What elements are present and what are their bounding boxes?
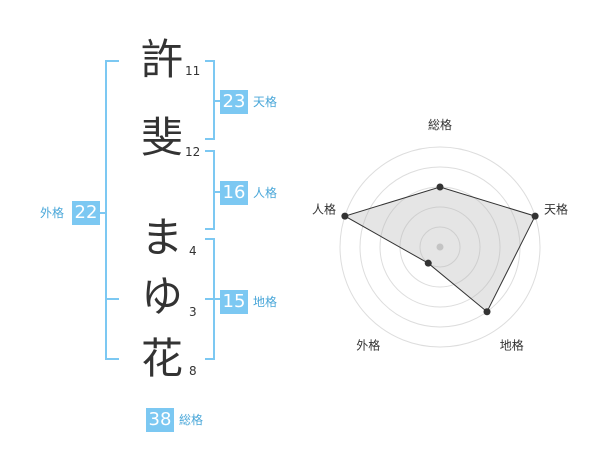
radar-ring-5 bbox=[339, 146, 541, 348]
char-4: ゆ bbox=[140, 272, 183, 321]
radar-point-地格 bbox=[483, 308, 491, 316]
radar-center bbox=[436, 243, 444, 251]
char-2: 斐 bbox=[140, 113, 183, 162]
gaikaku-value-badge: 22 bbox=[72, 201, 100, 225]
radar-point-天格 bbox=[531, 212, 539, 220]
soukaku-value-badge: 38 bbox=[146, 408, 174, 432]
soukaku-label: 総格 bbox=[179, 413, 204, 427]
radar-point-外格 bbox=[424, 259, 432, 267]
radar-axis-label-0: 総格 bbox=[428, 117, 452, 132]
radar-axis-label-3: 外格 bbox=[356, 338, 380, 353]
jinkaku-label: 人格 bbox=[253, 186, 278, 200]
chikaku-value-badge: 15 bbox=[220, 290, 248, 314]
radar-axis-label-4: 人格 bbox=[312, 201, 336, 216]
tenkaku-value-badge: 23 bbox=[220, 90, 248, 114]
radar-axis-label-2: 地格 bbox=[500, 338, 524, 353]
chikaku-label: 地格 bbox=[253, 295, 278, 309]
radar-ring-1 bbox=[419, 226, 461, 268]
gaikaku-label: 外格 bbox=[40, 206, 65, 220]
radar-axis-label-1: 天格 bbox=[544, 201, 568, 216]
radar-point-人格 bbox=[341, 212, 349, 220]
stroke-count-2: 12 bbox=[185, 145, 201, 159]
char-3: ま bbox=[140, 213, 183, 262]
stroke-count-1: 11 bbox=[185, 64, 201, 78]
radar-area bbox=[343, 186, 536, 313]
jinkaku-value-badge: 16 bbox=[220, 181, 248, 205]
radar-point-総格 bbox=[436, 183, 444, 191]
char-1: 許 bbox=[140, 35, 183, 84]
char-5: 花 bbox=[140, 334, 183, 383]
radar-points bbox=[341, 183, 539, 316]
stroke-count-4: 3 bbox=[189, 305, 197, 319]
stroke-count-3: 4 bbox=[189, 244, 197, 258]
tenkaku-label: 天格 bbox=[253, 95, 278, 109]
stroke-count-5: 8 bbox=[189, 364, 197, 378]
